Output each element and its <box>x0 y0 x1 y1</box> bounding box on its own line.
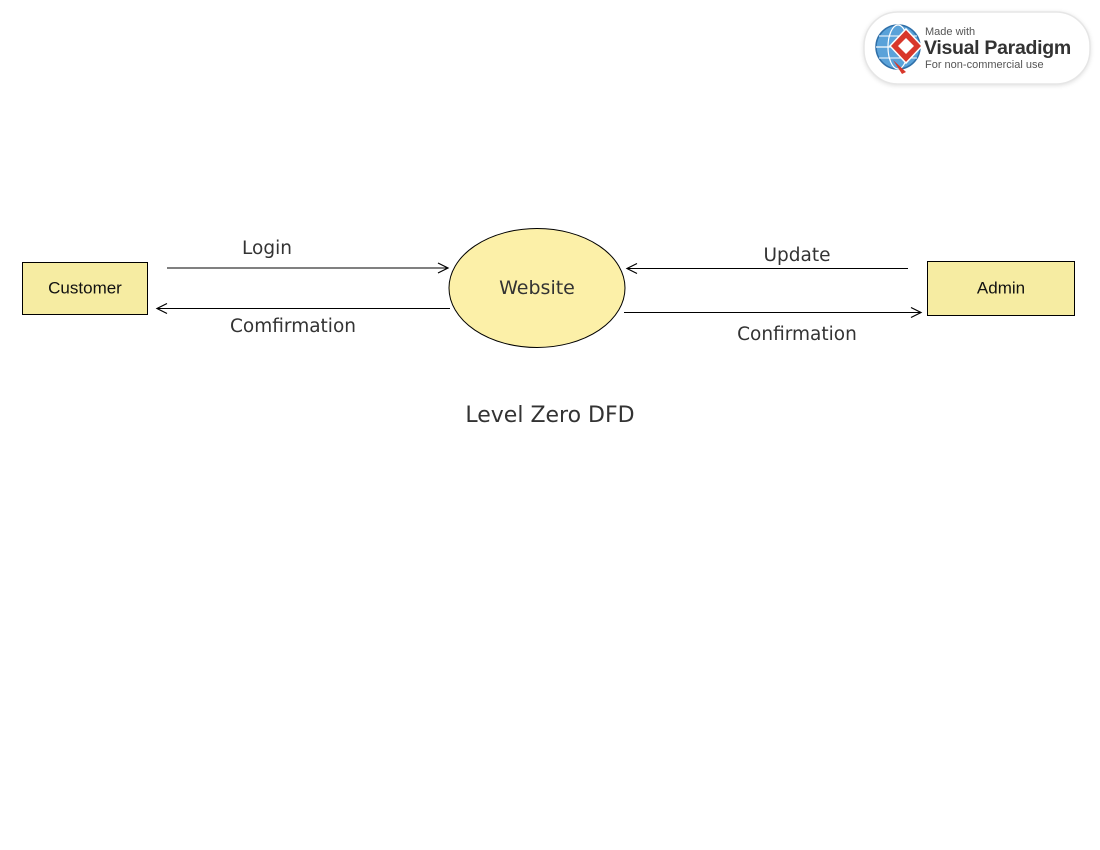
customer-confirmation-label: Comfirmation <box>230 316 356 337</box>
customer-entity[interactable]: Customer <box>22 262 148 315</box>
login-flow-label: Login <box>242 238 292 259</box>
admin-label: Admin <box>977 279 1025 298</box>
diagram-caption: Level Zero DFD <box>465 403 634 428</box>
watermark-line3: For non-commercial use <box>925 59 1044 71</box>
website-process[interactable]: Website <box>448 228 626 348</box>
website-label: Website <box>499 277 575 299</box>
admin-confirmation-flow[interactable]: Confirmation <box>624 306 923 346</box>
customer-confirmation-flow[interactable]: Comfirmation <box>155 302 450 338</box>
admin-confirmation-label: Confirmation <box>737 324 857 345</box>
login-flow[interactable]: Login <box>167 238 450 274</box>
watermark-brand: Visual Paradigm <box>924 37 1071 59</box>
watermark-badge: Made with Visual Paradigm For non-commer… <box>863 11 1091 85</box>
customer-label: Customer <box>48 279 122 298</box>
update-flow[interactable]: Update <box>625 245 908 275</box>
watermark-line1: Made with <box>925 26 975 38</box>
update-flow-label: Update <box>764 245 831 266</box>
admin-entity[interactable]: Admin <box>927 261 1075 316</box>
visual-paradigm-logo-icon <box>875 24 924 74</box>
